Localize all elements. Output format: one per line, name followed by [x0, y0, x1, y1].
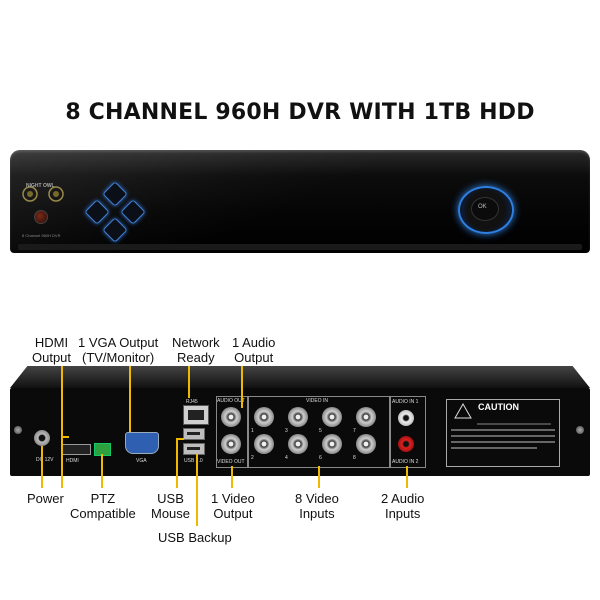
video-in-number: 4: [285, 455, 288, 461]
video-in-3: [288, 407, 308, 427]
callout-line-ptz: [101, 454, 103, 488]
rj45-label: RJ45: [186, 399, 198, 405]
video-in-number: 8: [353, 455, 356, 461]
dial-center-button[interactable]: [471, 197, 499, 221]
callout-vga-output: 1 VGA Output(TV/Monitor): [78, 335, 159, 365]
audio-in-2-label: AUDIO IN 2: [392, 459, 419, 465]
vga-label: VGA: [136, 458, 147, 464]
video-in-2: [254, 434, 274, 454]
dial-label: OK: [478, 204, 487, 210]
usb-port-bottom: [183, 443, 205, 455]
callout-line-video-in: [318, 466, 320, 488]
audio-in-1-label: AUDIO IN 1: [392, 399, 419, 405]
video-in-label: VIDEO IN: [306, 398, 328, 404]
video-in-number: 3: [285, 428, 288, 434]
audio-out-label: AUDIO OUT: [217, 398, 245, 404]
caution-heading: CAUTION: [478, 402, 519, 412]
callout-power: Power: [27, 491, 64, 506]
callout-line-usb-backup: [196, 454, 198, 526]
video-in-number: 7: [353, 428, 356, 434]
video-in-6: [322, 434, 342, 454]
hdmi-port: [61, 444, 91, 455]
power-led-icon: [34, 210, 48, 224]
screw-icon: [576, 426, 584, 434]
audio-out-connector: [221, 407, 241, 427]
audio-in-1-connector: [398, 410, 414, 426]
video-in-number: 6: [319, 455, 322, 461]
back-top-bevel: [10, 366, 590, 388]
front-bottom-strip: [18, 244, 582, 250]
audio-in-box: [390, 396, 426, 468]
callout-usb-backup: USB Backup: [158, 530, 232, 545]
dc-power-jack: [34, 430, 50, 446]
caution-sticker: [446, 399, 560, 467]
rj45-port: [183, 405, 209, 425]
video-in-8: [356, 434, 376, 454]
video-out-label: VIDEO OUT: [217, 459, 245, 465]
callout-line-network: [188, 366, 190, 398]
video-in-number: 2: [251, 455, 254, 461]
screw-icon: [14, 426, 22, 434]
callout-line-usb-mouse: [176, 438, 178, 488]
callout-line-vga: [129, 366, 131, 432]
callout-line-video-out: [231, 466, 233, 488]
vga-port: [125, 432, 159, 454]
callout-line-audio-in: [406, 466, 408, 488]
callout-line-usb-mouse-tick: [176, 438, 184, 440]
video-in-1: [254, 407, 274, 427]
callout-line-hdmi: [61, 366, 63, 488]
video-in-5: [322, 407, 342, 427]
callout-line-power: [41, 446, 43, 488]
video-out-connector: [221, 434, 241, 454]
callout-line-hdmi-tick: [61, 436, 69, 438]
video-in-number: 1: [251, 428, 254, 434]
usb-label: USB 2.0: [184, 458, 203, 464]
logo-text: NIGHT OWL: [26, 183, 55, 189]
callout-line-audio-out: [241, 366, 243, 408]
video-in-number: 5: [319, 428, 322, 434]
page-title: 8 CHANNEL 960H DVR WITH 1TB HDD: [65, 100, 535, 125]
audio-in-2-connector: [398, 436, 414, 452]
dvr-back-panel: [10, 388, 590, 476]
video-in-4: [288, 434, 308, 454]
night-owl-logo-icon: [18, 182, 68, 206]
dc-label: DC 12V: [36, 457, 54, 463]
video-in-7: [356, 407, 376, 427]
hdmi-label: HDMI: [66, 458, 79, 464]
usb-port-top: [183, 428, 205, 440]
model-text: 8 Channel 960H DVR: [22, 233, 61, 238]
